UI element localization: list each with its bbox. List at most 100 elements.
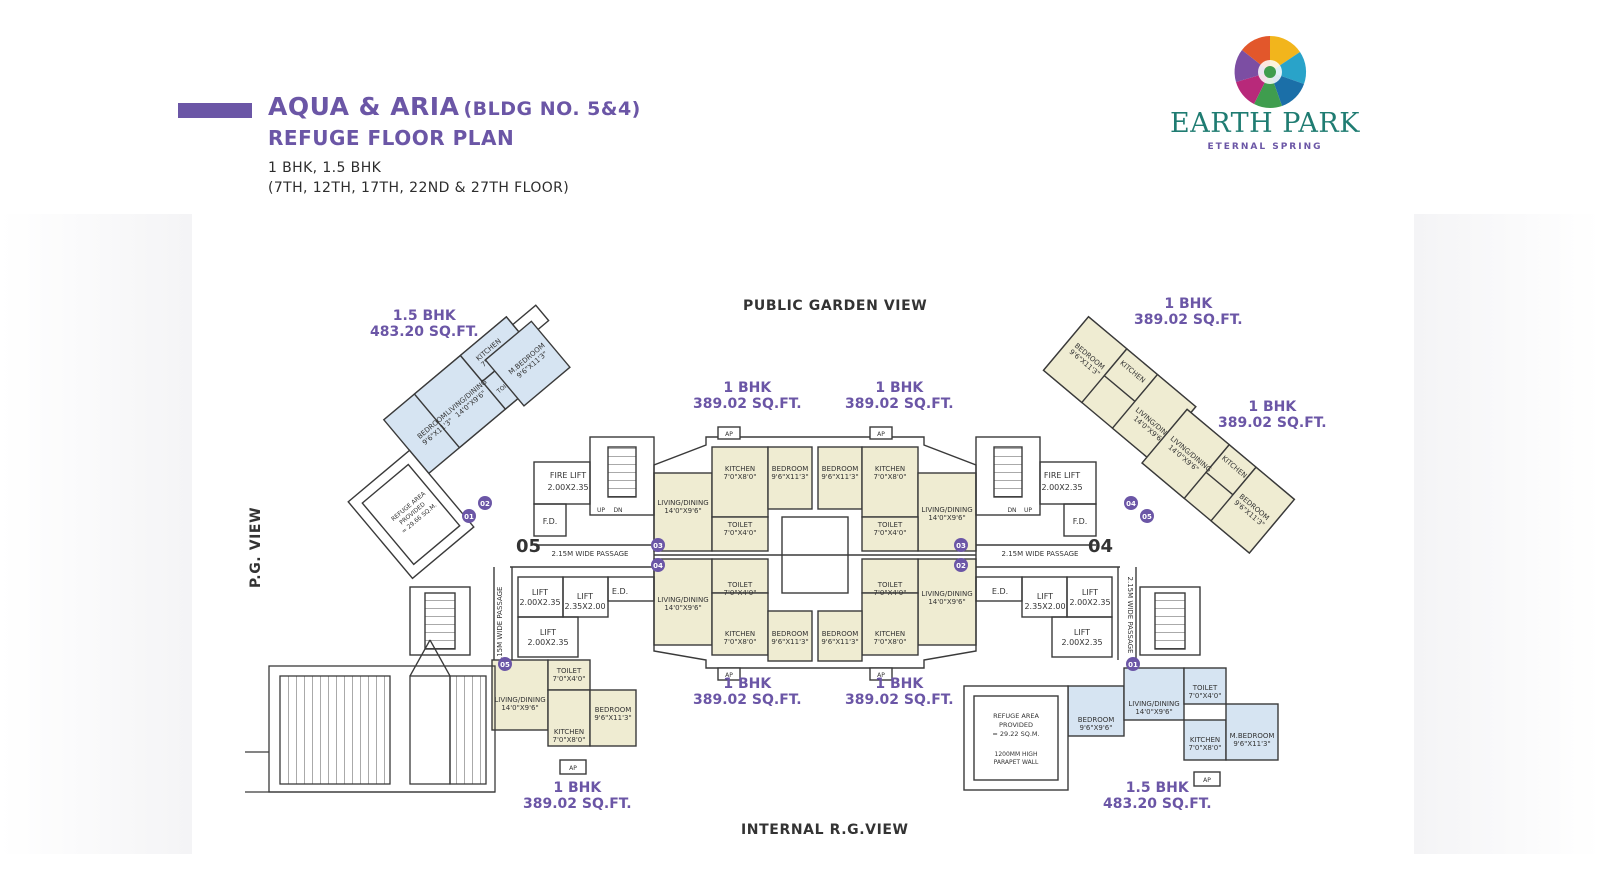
unit-area: 389.02 SQ.FT. <box>1134 312 1243 328</box>
svg-text:02: 02 <box>956 562 966 570</box>
passage-vertical-right: 2.15M WIDE PASSAGE <box>1126 577 1134 654</box>
svg-text:01: 01 <box>1128 661 1138 669</box>
lift-label-r3: LIFT <box>1074 628 1090 637</box>
left-upper-bedroom: M.BEDROOM 9'6"X11'3" <box>484 320 571 407</box>
svg-text:LIVING/DINING: LIVING/DINING <box>1128 700 1179 708</box>
unit-type: 1 BHK <box>1248 399 1297 415</box>
view-top: PUBLIC GARDEN VIEW <box>743 298 928 314</box>
svg-text:KITCHEN: KITCHEN <box>725 465 755 473</box>
svg-text:14'0"X9'6": 14'0"X9'6" <box>664 604 701 612</box>
svg-text:05: 05 <box>1142 513 1152 521</box>
passage-label-right: 2.15M WIDE PASSAGE <box>1002 550 1079 558</box>
earth-park-logo <box>1234 35 1307 108</box>
passage-vertical-left: 2.15M WIDE PASSAGE <box>496 587 504 664</box>
refuge-right-2: PROVIDED <box>999 721 1033 729</box>
unit-area-label: 1 BHK 389.02 SQ.FT. <box>1218 399 1327 431</box>
brand-tagline: ETERNAL SPRING <box>1207 142 1323 152</box>
lift-label-r2: LIFT <box>1037 592 1053 601</box>
ed-label-right: E.D. <box>992 587 1008 596</box>
svg-text:7'0"X8'0": 7'0"X8'0" <box>1189 744 1222 752</box>
building-number-left: 05 <box>516 536 542 557</box>
unit-area-label: 1 BHK 389.02 SQ.FT. <box>523 780 632 812</box>
svg-text:BEDROOM: BEDROOM <box>595 706 632 714</box>
unit-markers: 01 02 03 04 03 02 05 01 04 05 <box>462 496 1154 671</box>
svg-text:9'6"X11'3": 9'6"X11'3" <box>771 473 808 481</box>
unit-type: 1 BHK <box>1164 296 1213 312</box>
unit-area-label: 1 BHK 389.02 SQ.FT. <box>693 380 802 412</box>
svg-text:LIVING/DINING: LIVING/DINING <box>921 590 972 598</box>
lift-size-l1: 2.00X2.35 <box>519 598 560 607</box>
up-label-left: UP <box>597 507 605 514</box>
parapet-right-2: PARAPET WALL <box>994 759 1039 766</box>
svg-text:9'6"X11'3": 9'6"X11'3" <box>771 638 808 646</box>
bottom-right-unit <box>963 667 1279 791</box>
unit-area: 483.20 SQ.FT. <box>1103 796 1212 812</box>
bottom-left-services <box>245 639 496 793</box>
svg-text:AP: AP <box>569 765 577 772</box>
lift-size-r2: 2.35X2.00 <box>1024 602 1065 611</box>
lift-size-l3: 2.00X2.35 <box>527 638 568 647</box>
dn-label-right: DN <box>1007 507 1016 514</box>
unit-types: 1 BHK, 1.5 BHK <box>268 160 382 176</box>
unit-area: 389.02 SQ.FT. <box>693 396 802 412</box>
unit-area-label: 1 BHK 389.02 SQ.FT. <box>845 380 954 412</box>
lift-size-r3: 2.00X2.35 <box>1061 638 1102 647</box>
unit-type: 1 BHK <box>553 780 602 796</box>
svg-text:KITCHEN: KITCHEN <box>875 630 905 638</box>
svg-text:7'0"X8'0": 7'0"X8'0" <box>874 638 907 646</box>
title-accent-bar <box>178 103 252 118</box>
svg-text:7'0"X8'0": 7'0"X8'0" <box>724 638 757 646</box>
svg-text:LIVING/DINING: LIVING/DINING <box>657 596 708 604</box>
svg-text:TOILET: TOILET <box>727 521 753 529</box>
unit-area: 389.02 SQ.FT. <box>1218 415 1327 431</box>
fire-lift-label-right: FIRE LIFT <box>1044 471 1080 480</box>
brand-name: EARTH PARK <box>1170 108 1360 139</box>
svg-text:04: 04 <box>653 562 663 570</box>
unit-area: 389.02 SQ.FT. <box>693 692 802 708</box>
building-number-right: 04 <box>1088 536 1114 557</box>
svg-text:KITCHEN: KITCHEN <box>725 630 755 638</box>
lift-label-l1: LIFT <box>532 588 548 597</box>
bottom-left-unit <box>491 659 637 775</box>
page-title: AQUA & ARIA(BLDG NO. 5&4) <box>268 92 641 121</box>
unit-area-label: 1.5 BHK 483.20 SQ.FT. <box>370 308 479 340</box>
svg-text:14'0"X9'6": 14'0"X9'6" <box>501 704 538 712</box>
svg-text:AP: AP <box>1203 777 1211 784</box>
building-note: (BLDG NO. 5&4) <box>463 98 641 120</box>
view-bottom: INTERNAL R.G.VIEW <box>741 822 909 838</box>
lift-label-l3: LIFT <box>540 628 556 637</box>
svg-text:LIVING/DINING: LIVING/DINING <box>657 499 708 507</box>
svg-text:04: 04 <box>1126 500 1136 508</box>
right-lower-wing: LIVING/DINING 14'0"X9'6" KITCHEN BEDROOM… <box>1141 408 1296 554</box>
central-core <box>653 426 977 681</box>
fd-label-left: F.D. <box>543 517 558 526</box>
svg-text:03: 03 <box>653 542 663 550</box>
lift-label-l2: LIFT <box>577 592 593 601</box>
svg-text:7'0"X4'0": 7'0"X4'0" <box>1189 692 1222 700</box>
svg-text:AP: AP <box>725 431 733 438</box>
fd-label-right: F.D. <box>1073 517 1088 526</box>
svg-text:14'0"X9'6": 14'0"X9'6" <box>928 514 965 522</box>
unit-type: 1 BHK <box>875 380 924 396</box>
unit-type: 1.5 BHK <box>392 308 456 324</box>
svg-text:7'0"X4'0": 7'0"X4'0" <box>874 589 907 597</box>
right-shade <box>1414 214 1600 854</box>
view-left: P.G. VIEW <box>248 506 264 588</box>
lift-label-r1: LIFT <box>1082 588 1098 597</box>
svg-text:9'6"X11'3": 9'6"X11'3" <box>1233 740 1270 748</box>
svg-text:M.BEDROOM: M.BEDROOM <box>1230 732 1275 740</box>
floor-list: (7TH, 12TH, 17TH, 22ND & 27TH FLOOR) <box>268 180 570 196</box>
svg-text:LIVING/DINING: LIVING/DINING <box>494 696 545 704</box>
svg-text:9'6"X11'3": 9'6"X11'3" <box>594 714 631 722</box>
svg-text:LIVING/DINING: LIVING/DINING <box>921 506 972 514</box>
fire-lift-size-left: 2.00X2.35 <box>547 483 588 492</box>
dn-label-left: DN <box>613 507 622 514</box>
svg-text:7'0"X8'0": 7'0"X8'0" <box>724 473 757 481</box>
plan-title: REFUGE FLOOR PLAN <box>268 126 515 150</box>
right-lift-core <box>975 436 1201 660</box>
svg-text:03: 03 <box>956 542 966 550</box>
unit-area: 483.20 SQ.FT. <box>370 324 479 340</box>
svg-text:AP: AP <box>725 672 733 679</box>
unit-area-label: 1 BHK 389.02 SQ.FT. <box>845 676 954 708</box>
up-label-right: UP <box>1024 507 1032 514</box>
